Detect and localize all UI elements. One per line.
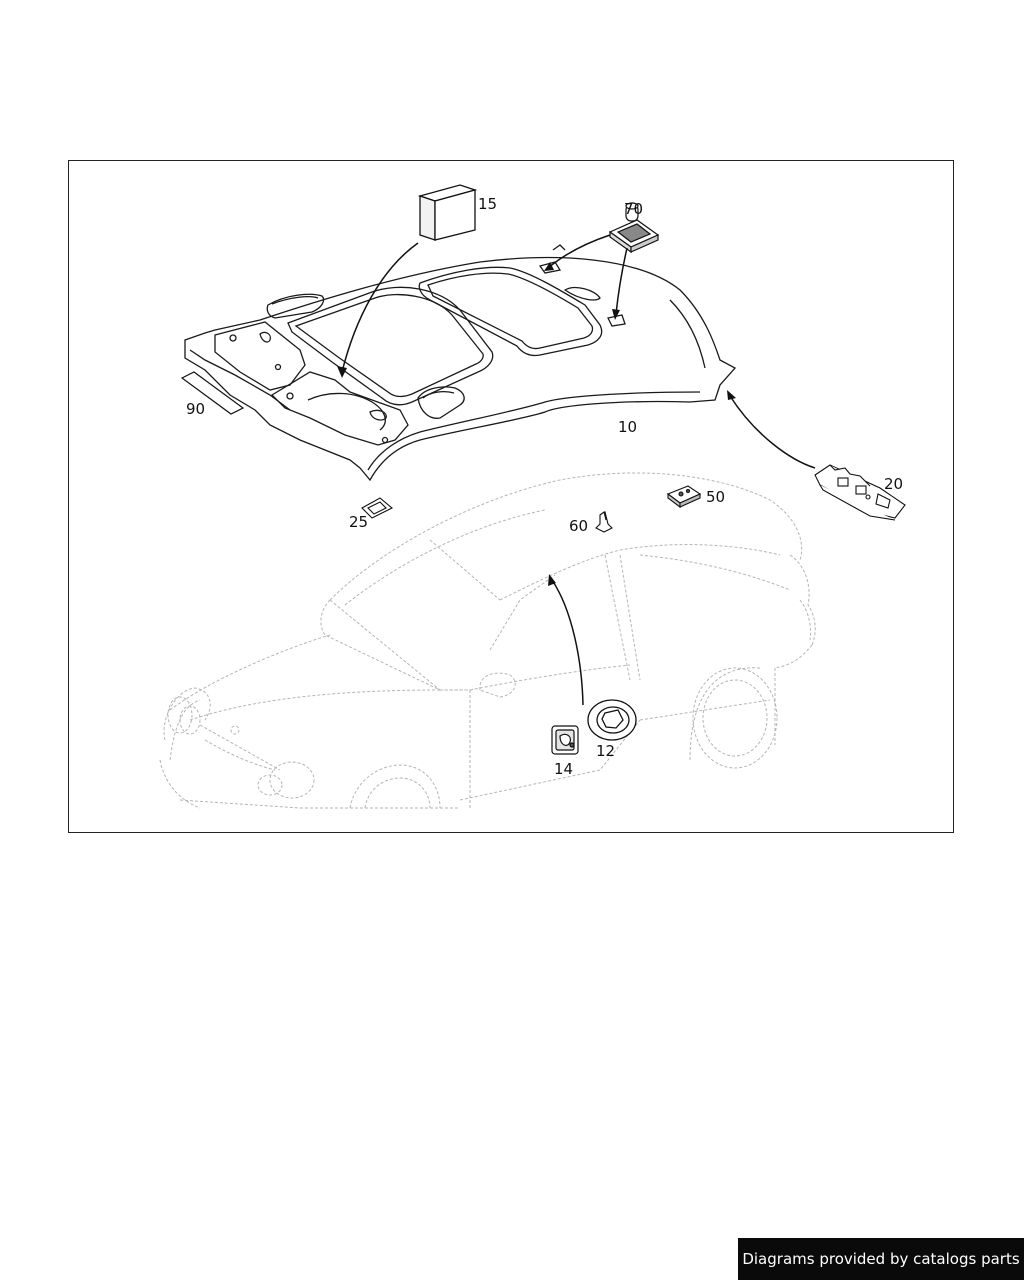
- leader-arrows: [341, 234, 816, 706]
- car-outline: [159, 472, 816, 809]
- part-60-pin: [595, 511, 613, 533]
- part-15-block: [417, 184, 478, 241]
- callout-14: 14: [554, 760, 573, 778]
- callout-labels: 15 70 90 10 20 50 25 60 14 12: [186, 195, 903, 778]
- callout-12: 12: [596, 742, 615, 760]
- part-90-strip: [180, 371, 245, 415]
- part-20-bracket: [814, 464, 906, 521]
- callout-20: 20: [884, 475, 903, 493]
- arrow-heads: [337, 262, 736, 586]
- callout-50: 50: [706, 488, 725, 506]
- callout-70: 70: [624, 200, 643, 218]
- headliner-part: [184, 244, 737, 482]
- part-70-dome-light: [608, 202, 660, 254]
- callout-15: 15: [478, 195, 497, 213]
- callout-60: 60: [569, 517, 588, 535]
- part-25-clip: [361, 497, 393, 519]
- part-14-switch: [551, 725, 579, 755]
- callout-25: 25: [349, 513, 368, 531]
- callout-10: 10: [618, 418, 637, 436]
- credit-banner: Diagrams provided by catalogs parts: [738, 1238, 1024, 1280]
- part-50-clip: [666, 485, 702, 509]
- diagram-frame: [68, 160, 954, 833]
- callout-90: 90: [186, 400, 205, 418]
- credit-text: Diagrams provided by catalogs parts: [742, 1250, 1020, 1268]
- part-12-cover: [587, 699, 637, 741]
